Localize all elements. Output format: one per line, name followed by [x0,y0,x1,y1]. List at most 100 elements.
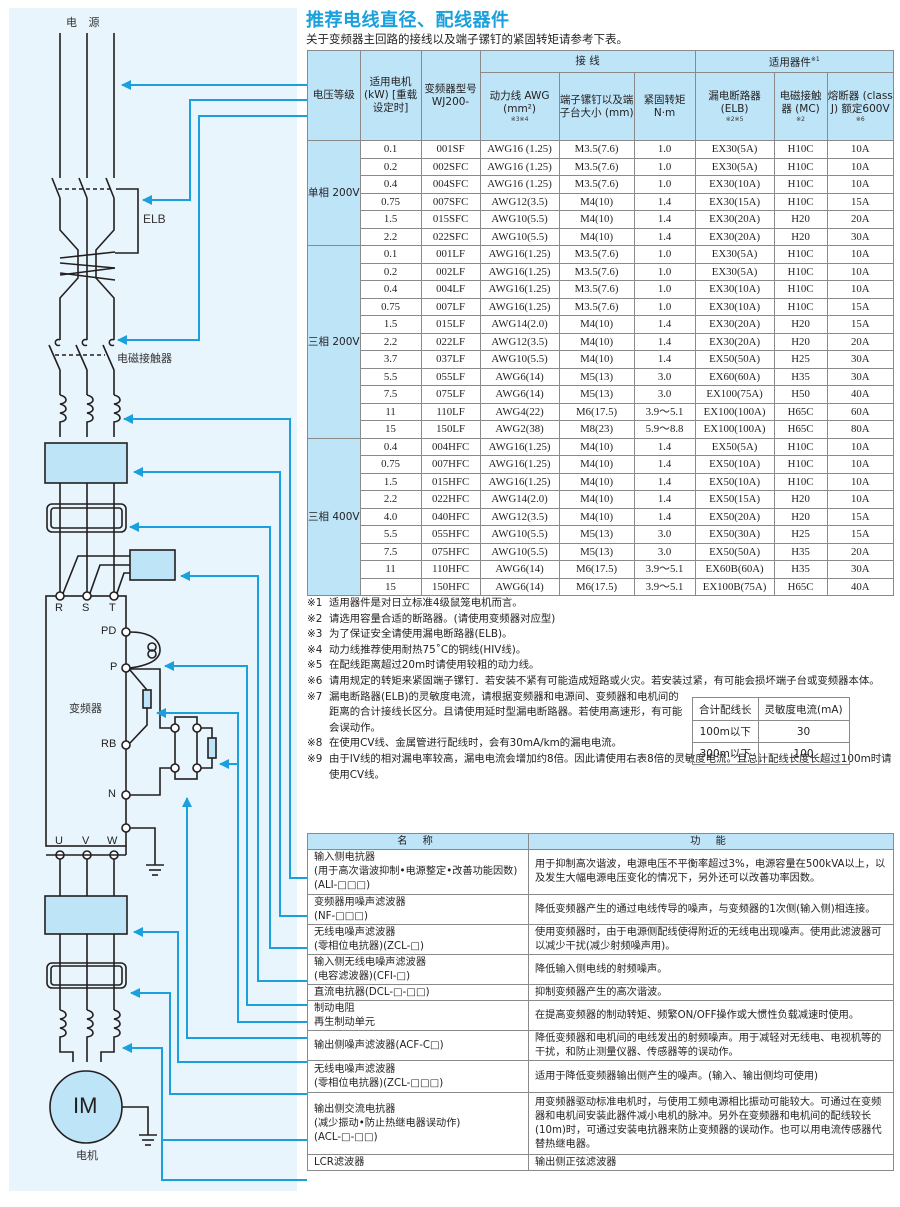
function-row: 变频器用噪声滤波器 (NF-□□□)降低变频器产生的通过电线传导的噪声，与变频器… [307,894,894,925]
spec-cell: 1.0 [633,140,696,159]
spec-cell: 60A [826,402,895,421]
spec-cell: 30A [826,367,895,386]
terminal-w: W [107,835,118,847]
voltage-class-cell: 三相 400V [307,437,361,596]
spec-cell: M4(10) [558,507,635,526]
spec-cell: H10C [773,297,828,316]
spec-cell: 007LF [420,297,481,316]
spec-cell: M4(10) [558,490,635,509]
elb-label: ELB [143,212,166,226]
sens-header-current: 灵敏度电流(mA) [757,697,850,721]
spec-cell: H10C [773,472,828,491]
power-source-label: 电 源 [66,16,104,29]
spec-cell: M3.5(7.6) [558,157,635,176]
component-name: 变频器用噪声滤波器 (NF-□□□) [307,894,529,925]
spec-cell: 15A [826,507,895,526]
spec-cell: 4.0 [359,507,422,526]
spec-cell: AWG12(3.5) [479,192,560,211]
spec-cell: 1.5 [359,210,422,229]
spec-cell: 5.9～8.8 [633,420,696,439]
spec-cell: 1.4 [633,350,696,369]
footnote-text: 为了保证安全请使用漏电断路器(ELB)。 [329,628,513,641]
spec-cell: EX30(5A) [694,157,775,176]
component-name: 制动电阻 再生制动单元 [307,1000,529,1031]
spec-cell: M4(10) [558,472,635,491]
spec-cell: EX60B(60A) [694,560,775,579]
spec-cell: 1.0 [633,297,696,316]
spec-cell: 11 [359,402,422,421]
spec-cell: 150LF [420,420,481,439]
spec-cell: 1.5 [359,472,422,491]
spec-cell: M6(17.5) [558,577,635,596]
sens-cell: 30 [757,720,850,743]
spec-cell: AWG6(14) [479,367,560,386]
spec-cell: H10C [773,175,828,194]
spec-cell: 1.0 [633,157,696,176]
spec-cell: 0.1 [359,140,422,159]
spec-cell: EX50(50A) [694,542,775,561]
footnote-mark: ※2 [307,612,323,625]
spec-cell: EX50(50A) [694,350,775,369]
spec-cell: 1.4 [633,192,696,211]
function-row: 输入侧无线电噪声滤波器 (电容滤波器)(CFI-□)降低输入侧电线的射频噪声。 [307,954,894,985]
spec-cell: 40A [826,385,895,404]
spec-cell: AWG12(3.5) [479,332,560,351]
spec-cell: 015LF [420,315,481,334]
spec-cell: 0.4 [359,280,422,299]
spec-cell: 0.4 [359,437,422,456]
spec-cell: 0.75 [359,297,422,316]
function-row: 输出侧噪声滤波器(ACF-C□)降低变频器和电机间的电线发出的射频噪声。用于减轻… [307,1030,894,1061]
spec-cell: M4(10) [558,437,635,456]
spec-cell: M4(10) [558,332,635,351]
spec-cell: AWG12(3.5) [479,507,560,526]
spec-cell: AWG6(14) [479,577,560,596]
func-header-function: 功 能 [528,833,894,850]
header-motor: 适用电机 (kW) [重载设定时] [359,50,422,141]
component-function: 用于抑制高次谐波，电源电压不平衡率超过3%，电源容量在500kVA以上，以及发生… [528,849,894,895]
spec-cell: 1.0 [633,262,696,281]
spec-cell: H65C [773,420,828,439]
header-elb: 漏电断路器 (ELB)※2※5 [694,72,775,141]
spec-cell: 015HFC [420,472,481,491]
spec-cell: M6(17.5) [558,560,635,579]
spec-cell: M4(10) [558,192,635,211]
sens-cell: 300m以下 [692,742,759,765]
spec-cell: 5.5 [359,525,422,544]
spec-cell: 10A [826,140,895,159]
terminal-r: R [55,602,63,614]
spec-cell: 0.75 [359,192,422,211]
terminal-s: S [82,602,90,614]
spec-cell: 80A [826,420,895,439]
footnote-text: 适用器件是对日立标准4级鼠笼电机而言。 [329,597,523,609]
spec-cell: 15A [826,297,895,316]
component-function: 使用变频器时，由于电源侧配线使得附近的无线电出现噪声。使用此滤波器可以减少干扰(… [528,924,894,955]
spec-cell: 3.0 [633,542,696,561]
spec-cell: H20 [773,490,828,509]
function-row: 无线电噪声滤波器 (零相位电抗器)(ZCL-□□□)适用于降低变频器输出侧产生的… [307,1060,894,1093]
spec-cell: 5.5 [359,367,422,386]
page-title: 推荐电线直径、配线器件 [306,10,510,31]
spec-cell: 002SFC [420,157,481,176]
spec-cell: 1.5 [359,315,422,334]
component-function: 降低变频器产生的通过电线传导的噪声，与变频器的1次侧(输入侧)相连接。 [528,894,894,925]
motor-symbol: IM [73,1093,98,1118]
spec-cell: AWG14(2.0) [479,315,560,334]
spec-cell: AWG16 (1.25) [479,157,560,176]
sens-header-length: 合计配线长 [692,697,759,721]
spec-cell: M3.5(7.6) [558,140,635,159]
component-name: 无线电噪声滤波器 (零相位电抗器)(ZCL-□□□) [307,1060,529,1093]
